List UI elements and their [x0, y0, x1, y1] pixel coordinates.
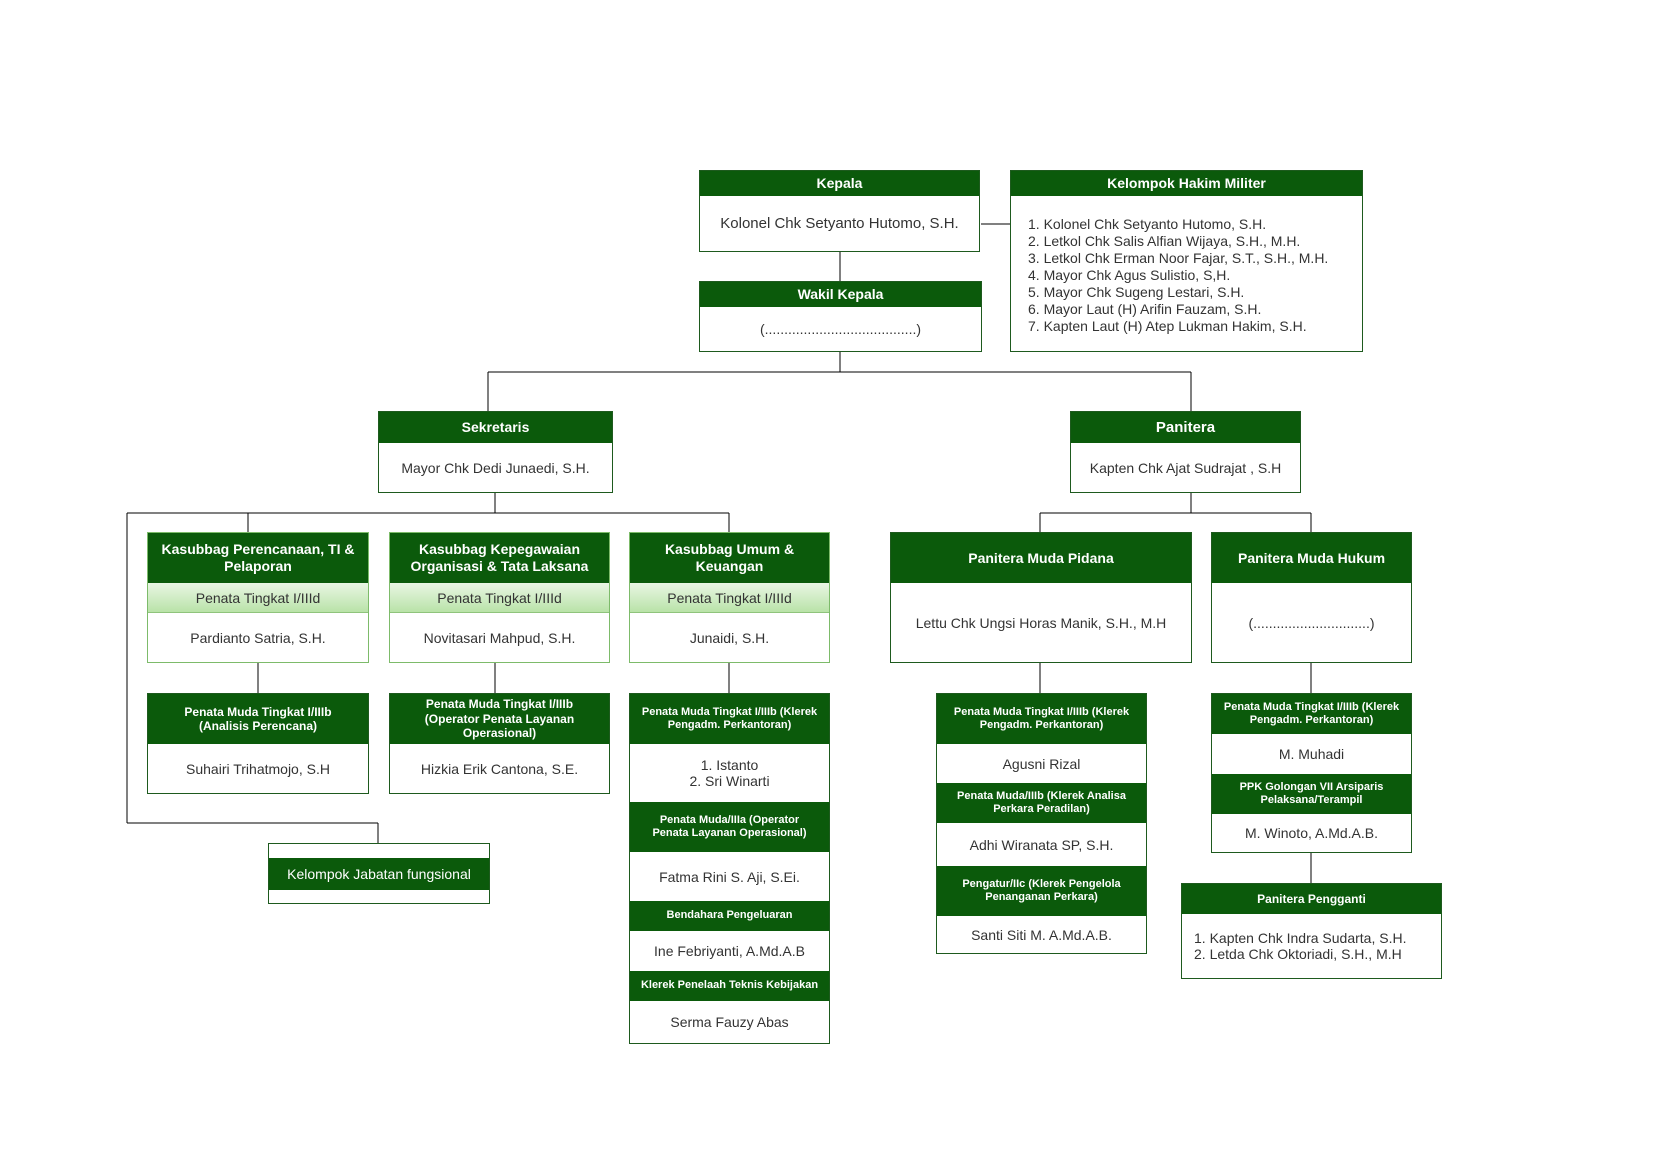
hakim-member: 3. Letkol Chk Erman Noor Fajar, S.T., S.… — [1028, 250, 1329, 266]
pidana-analisa-name: Adhi Wiranata SP, S.H. — [969, 836, 1114, 853]
pidana-stack-box: Penata Muda Tingkat I/IIIb (Klerek Penga… — [936, 693, 1147, 954]
pengganti-title: Panitera Pengganti — [1182, 884, 1441, 914]
kasubbag-umum-name: Junaidi, S.H. — [689, 629, 770, 646]
sekretaris-box: Sekretaris Mayor Chk Dedi Junaedi, S.H. — [378, 411, 613, 493]
sekretaris-title: Sekretaris — [379, 412, 612, 443]
hakim-member-list: 1. Kolonel Chk Setyanto Hutomo, S.H. 2. … — [1011, 196, 1362, 335]
analisis-title: Penata Muda Tingkat I/IIIb (Analisis Per… — [148, 694, 368, 744]
hakim-member: 7. Kapten Laut (H) Atep Lukman Hakim, S.… — [1028, 318, 1307, 334]
operator-title: Penata Muda Tingkat I/IIIb (Operator Pen… — [390, 694, 609, 744]
kasubbag-perencanaan-box: Kasubbag Perencanaan, TI & Pelaporan Pen… — [147, 532, 369, 663]
pidana-title: Panitera Muda Pidana — [891, 533, 1191, 583]
hakim-title: Kelompok Hakim Militer — [1011, 171, 1362, 196]
pidana-pengatur-title: Pengatur/IIc (Klerek Pengelola Penangana… — [937, 866, 1146, 916]
kepala-title: Kepala — [700, 171, 979, 196]
hakim-member: 6. Mayor Laut (H) Arifin Fauzam, S.H. — [1028, 301, 1262, 317]
hakim-box: Kelompok Hakim Militer 1. Kolonel Chk Se… — [1010, 170, 1363, 352]
umum-operator-name: Fatma Rini S. Aji, S.Ei. — [659, 868, 800, 885]
hukum-ppk-name: M. Winoto, A.Md.A.B. — [1244, 825, 1379, 841]
pidana-analisa-title: Penata Muda/IIIb (Klerek Analisa Perkara… — [937, 783, 1146, 823]
hakim-member: 1. Kolonel Chk Setyanto Hutomo, S.H. — [1028, 216, 1267, 232]
umum-penelaah-name: Serma Fauzy Abas — [670, 1014, 789, 1030]
pengganti-box: Panitera Pengganti 1. Kapten Chk Indra S… — [1181, 883, 1442, 979]
kasubbag-umum-title: Kasubbag Umum & Keuangan — [630, 533, 829, 583]
hukum-stack-box: Penata Muda Tingkat I/IIIb (Klerek Penga… — [1211, 693, 1412, 853]
umum-klerek-names: 1. Istanto 2. Sri Winarti — [630, 744, 829, 802]
kasubbag-kepegawaian-name: Novitasari Mahpud, S.H. — [423, 629, 576, 646]
analisis-box: Penata Muda Tingkat I/IIIb (Analisis Per… — [147, 693, 369, 794]
umum-klerek-name: 1. Istanto — [700, 757, 759, 773]
hakim-member: 5. Mayor Chk Sugeng Lestari, S.H. — [1028, 284, 1245, 300]
pidana-klerek-name: Agusni Rizal — [1002, 755, 1081, 772]
kasubbag-perencanaan-rank: Penata Tingkat I/IIId — [148, 583, 368, 613]
hukum-klerek-title: Penata Muda Tingkat I/IIIb (Klerek Penga… — [1212, 694, 1411, 734]
hukum-ppk-title: PPK Golongan VII Arsiparis Pelaksana/Ter… — [1212, 774, 1411, 814]
wakil-box: Wakil Kepala (..........................… — [699, 281, 982, 352]
operator-name: Hizkia Erik Cantona, S.E. — [420, 760, 579, 777]
kasubbag-perencanaan-title: Kasubbag Perencanaan, TI & Pelaporan — [148, 533, 368, 583]
hakim-member: 4. Mayor Chk Agus Sulistio, S,H. — [1028, 267, 1231, 283]
operator-box: Penata Muda Tingkat I/IIIb (Operator Pen… — [389, 693, 610, 794]
panitera-box: Panitera Kapten Chk Ajat Sudrajat , S.H — [1070, 411, 1301, 493]
pengganti-member: 1. Kapten Chk Indra Sudarta, S.H. — [1194, 930, 1407, 946]
pidana-klerek-title: Penata Muda Tingkat I/IIIb (Klerek Penga… — [937, 694, 1146, 744]
hukum-title: Panitera Muda Hukum — [1212, 533, 1411, 583]
umum-bendahara-title: Bendahara Pengeluaran — [630, 901, 829, 931]
umum-bendahara-name: Ine Febriyanti, A.Md.A.B — [654, 943, 805, 959]
kasubbag-perencanaan-name: Pardianto Satria, S.H. — [190, 629, 326, 646]
kepala-name: Kolonel Chk Setyanto Hutomo, S.H. — [720, 215, 959, 232]
analisis-name: Suhairi Trihatmojo, S.H — [186, 760, 330, 777]
hukum-klerek-name: M. Muhadi — [1278, 746, 1345, 762]
pengganti-member: 2. Letda Chk Oktoriadi, S.H., M.H — [1194, 946, 1402, 962]
panitera-title: Panitera — [1071, 412, 1300, 443]
pengganti-member-list: 1. Kapten Chk Indra Sudarta, S.H. 2. Let… — [1182, 914, 1441, 978]
pidana-pengatur-name: Santi Siti M. A.Md.A.B. — [971, 926, 1112, 943]
umum-penelaah-title: Klerek Penelaah Teknis Kebijakan — [630, 971, 829, 1001]
umum-operator-title: Penata Muda/IIIa (Operator Penata Layana… — [630, 802, 829, 852]
umum-klerek-name: 2. Sri Winarti — [689, 773, 770, 789]
pidana-box: Panitera Muda Pidana Lettu Chk Ungsi Hor… — [890, 532, 1192, 663]
wakil-name: (.......................................… — [759, 321, 922, 337]
hukum-box: Panitera Muda Hukum (...................… — [1211, 532, 1412, 663]
panitera-name: Kapten Chk Ajat Sudrajat , S.H — [1089, 459, 1282, 476]
kasubbag-kepegawaian-rank: Penata Tingkat I/IIId — [390, 583, 609, 613]
kasubbag-umum-box: Kasubbag Umum & Keuangan Penata Tingkat … — [629, 532, 830, 663]
wakil-title: Wakil Kepala — [700, 282, 981, 307]
umum-stack-box: Penata Muda Tingkat I/IIIb (Klerek Penga… — [629, 693, 830, 1044]
kasubbag-kepegawaian-title: Kasubbag Kepegawaian Organisasi & Tata L… — [390, 533, 609, 583]
sekretaris-name: Mayor Chk Dedi Junaedi, S.H. — [401, 459, 590, 476]
fungsional-title: Kelompok Jabatan fungsional — [269, 858, 489, 890]
hukum-name: (..............................) — [1248, 614, 1375, 631]
kepala-box: Kepala Kolonel Chk Setyanto Hutomo, S.H. — [699, 170, 980, 252]
umum-klerek-title: Penata Muda Tingkat I/IIIb (Klerek Penga… — [630, 694, 829, 744]
kasubbag-umum-rank: Penata Tingkat I/IIId — [630, 583, 829, 613]
fungsional-box: Kelompok Jabatan fungsional — [268, 843, 490, 904]
pidana-name: Lettu Chk Ungsi Horas Manik, S.H., M.H — [915, 614, 1167, 631]
hakim-member: 2. Letkol Chk Salis Alfian Wijaya, S.H.,… — [1028, 233, 1301, 249]
kasubbag-kepegawaian-box: Kasubbag Kepegawaian Organisasi & Tata L… — [389, 532, 610, 663]
